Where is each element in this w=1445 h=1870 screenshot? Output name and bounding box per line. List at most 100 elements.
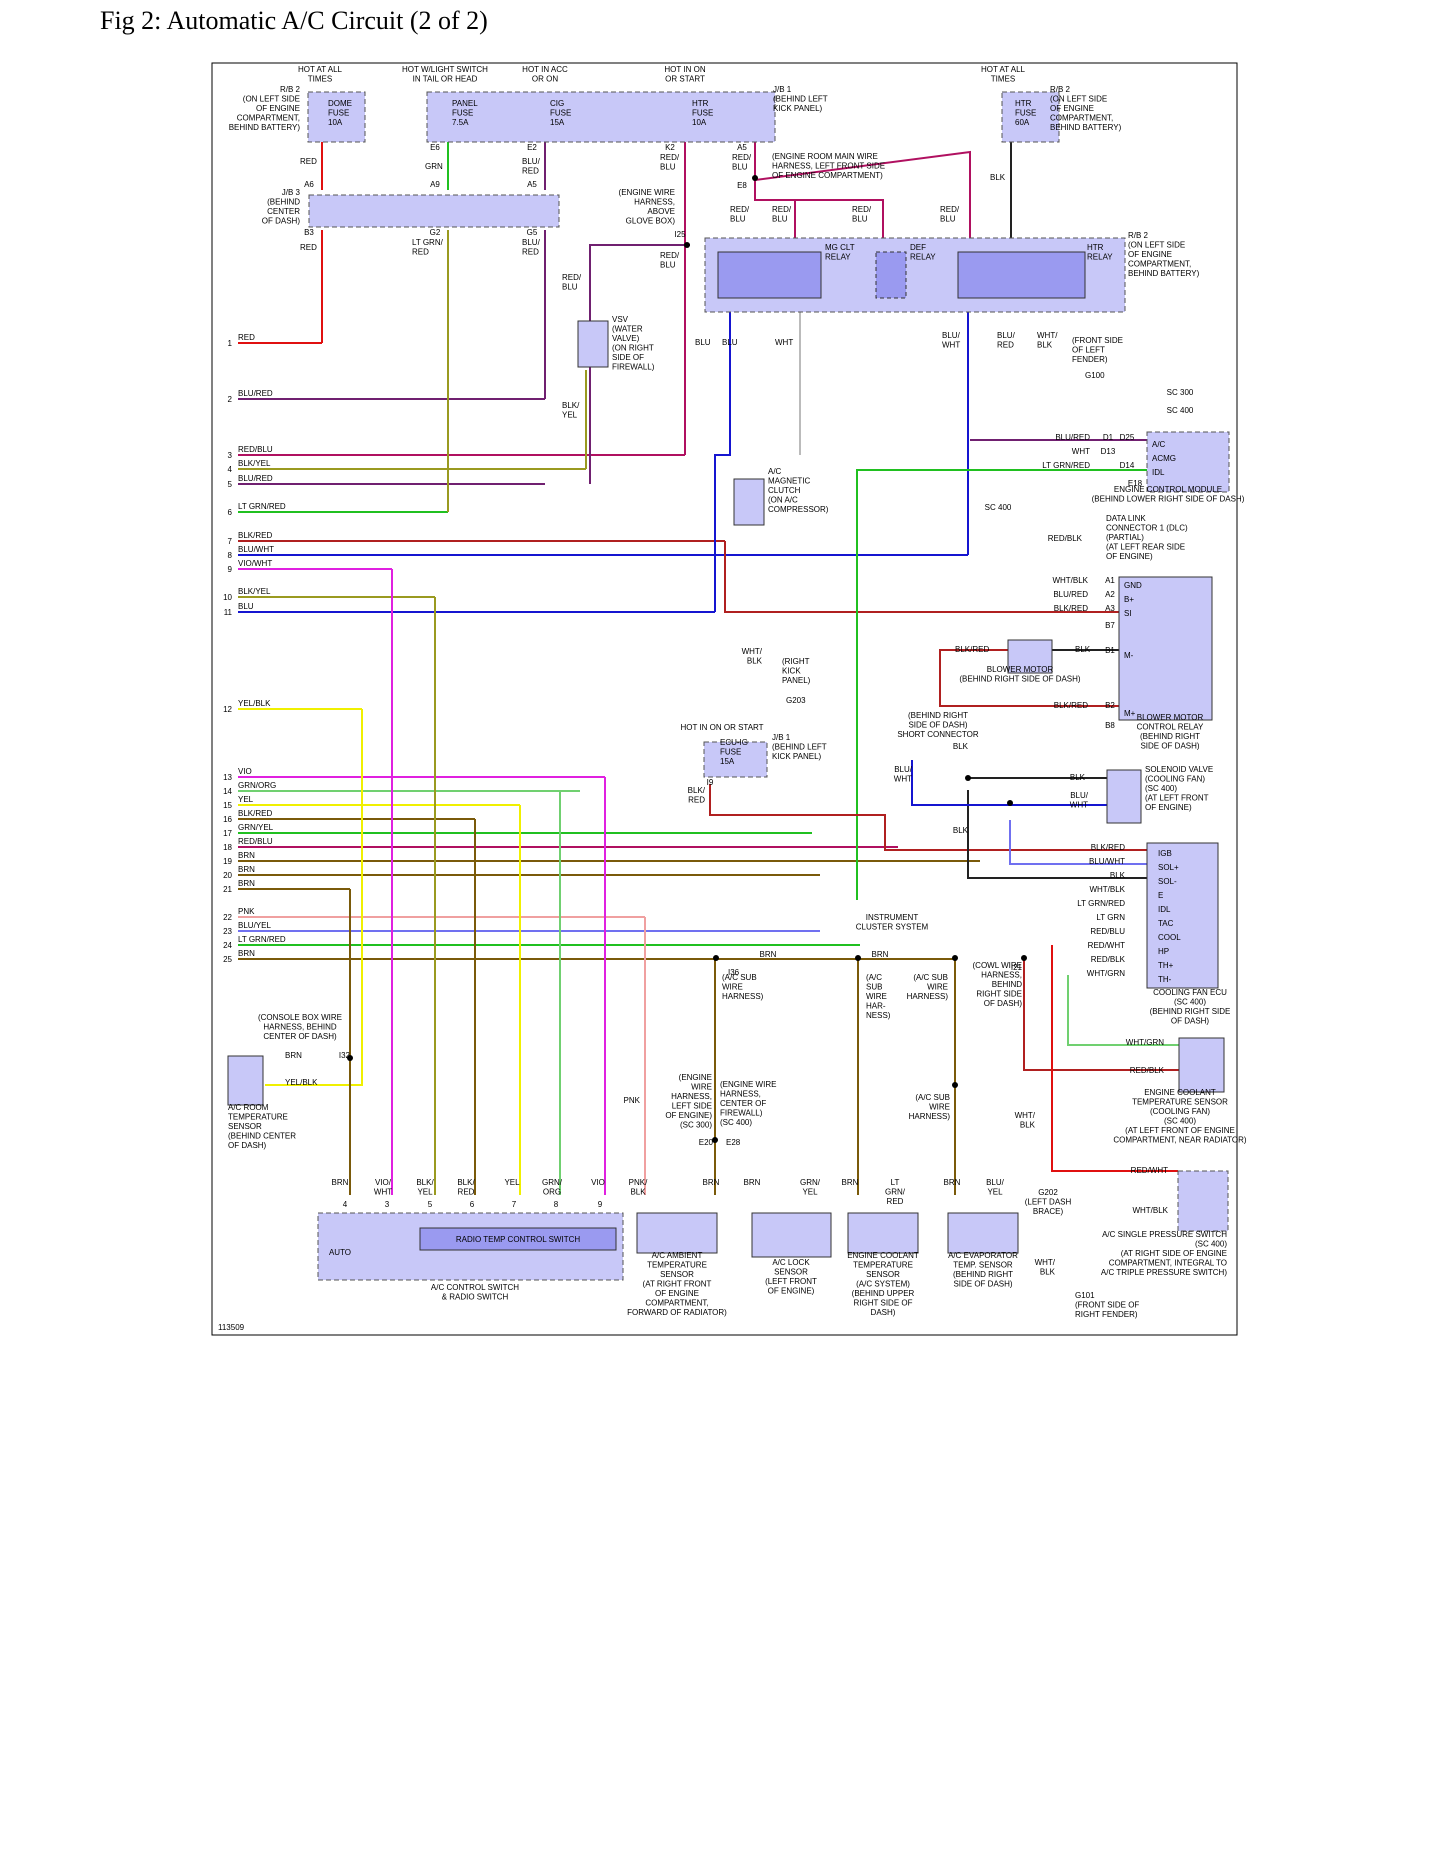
left-wire-label-23: BLU/YEL <box>238 921 271 930</box>
label-blower-motor: BLOWER MOTOR(BEHIND RIGHT SIDE OF DASH) <box>959 665 1081 684</box>
wl-blkyel: BLK/YEL <box>562 401 580 420</box>
ecm-pin-0: A/C <box>1152 440 1166 449</box>
conn-a2: A2 <box>1105 590 1115 599</box>
diagram-frame <box>211 62 1238 1336</box>
label-fan-ecu: COOLING FAN ECU(SC 400)(BEHIND RIGHT SID… <box>1150 988 1231 1026</box>
jb1-fuse-box <box>426 91 776 143</box>
fan-ecu-box <box>1146 842 1219 989</box>
left-wire-num-18: 18 <box>223 843 232 852</box>
ecm-wire-2: LT GRN/RED <box>1042 461 1090 470</box>
fan-pin-4: IDL <box>1158 905 1171 914</box>
wire-blower-blkred <box>939 649 1119 707</box>
pressure-switch-box <box>1177 1170 1229 1232</box>
label-wht-blk-g203: WHT/BLK <box>742 647 763 666</box>
conn-i9: I9 <box>707 778 714 787</box>
relay-wire-2: BLK/RED <box>1054 604 1088 613</box>
wl-blured-g5: BLU/RED <box>522 238 541 257</box>
fan-pin-1: SOL+ <box>1158 863 1179 872</box>
left-wire-label-18: RED/BLU <box>238 837 273 846</box>
wl-blu-a: BLU <box>695 338 711 347</box>
splice-dot <box>952 955 958 961</box>
ctrl-pin-6: 9 <box>598 1200 603 1209</box>
label-sc300: SC 300 <box>1167 388 1194 397</box>
wl-red-b3: RED <box>300 243 317 252</box>
left-wire-label-7: BLK/RED <box>238 531 272 540</box>
left-wire-label-14: GRN/ORG <box>238 781 276 790</box>
splice-dot <box>1007 800 1013 806</box>
brn-a: BRN <box>760 950 777 959</box>
wire-fan-sol <box>1009 820 1147 865</box>
left-wire-label-4: BLK/YEL <box>238 459 271 468</box>
ect-wire-0: WHT/GRN <box>1126 1038 1164 1047</box>
left-wire-num-3: 3 <box>228 451 233 460</box>
wl-blk-htr: BLK <box>990 173 1006 182</box>
bottom-wire-13: BRN <box>944 1178 961 1187</box>
solenoid-wire-1: BLU/WHT <box>1070 791 1089 810</box>
left-wire-label-5: BLU/RED <box>238 474 273 483</box>
left-wire-num-7: 7 <box>228 537 233 546</box>
left-wire-label-8: BLU/WHT <box>238 545 274 554</box>
left-wire-num-12: 12 <box>223 705 232 714</box>
wire-press-red <box>1051 945 1178 1172</box>
bottom-wire-8: BRN <box>703 1178 720 1187</box>
left-wire-num-9: 9 <box>228 565 233 574</box>
fan-wire-0: BLK/RED <box>1091 843 1125 852</box>
conn-d14: D14 <box>1120 461 1135 470</box>
brn-b: BRN <box>872 950 889 959</box>
conn-i21: I21 <box>1011 963 1023 972</box>
bottom-wire-6: VIO <box>591 1178 605 1187</box>
jb3-box <box>308 194 560 228</box>
mg-clt-relay <box>717 251 822 299</box>
left-wire-label-2: BLU/RED <box>238 389 273 398</box>
conn-a9: A9 <box>430 180 440 189</box>
wire-fan-e <box>967 790 1147 879</box>
ambient-sensor-box <box>636 1212 718 1254</box>
ect2-sensor-box <box>847 1212 919 1254</box>
fan-pin-0: IGB <box>1158 849 1172 858</box>
conn-k2: K2 <box>665 143 675 152</box>
left-wire-label-16: BLK/RED <box>238 809 272 818</box>
bottom-wire-3: BLK/RED <box>457 1178 475 1197</box>
fan-wire-3: WHT/BLK <box>1089 885 1125 894</box>
conn-e2: E2 <box>527 143 537 152</box>
dlc-wire: RED/BLK <box>1048 534 1083 543</box>
conn-e28: E28 <box>726 1138 741 1147</box>
radio-switch-box <box>419 1227 617 1251</box>
fan-pin-9: TH- <box>1158 975 1172 984</box>
splice-dot <box>713 955 719 961</box>
relay-wire-0: WHT/BLK <box>1052 576 1088 585</box>
htr-fuse-box <box>1001 91 1060 143</box>
wl-whtblk: WHT/BLK <box>1037 331 1058 350</box>
label-pnk: PNK <box>624 1096 641 1105</box>
label-blk-red-i9: BLK/RED <box>688 786 706 805</box>
wl-blured: BLU/RED <box>522 157 541 176</box>
bottom-wire-4: YEL <box>504 1178 520 1187</box>
fan-wire-8: RED/BLK <box>1091 955 1126 964</box>
left-wire-label-22: PNK <box>238 907 255 916</box>
left-wire-num-11: 11 <box>224 608 233 617</box>
wire-e8-def <box>755 199 884 240</box>
ect-wire-1: RED/BLK <box>1130 1066 1165 1075</box>
fan-pin-6: COOL <box>1158 933 1181 942</box>
fan-wire-2: BLK <box>1110 871 1126 880</box>
blower-wire-2: BLK/RED <box>1054 701 1088 710</box>
conn-e8: E8 <box>737 181 747 190</box>
left-wire-num-2: 2 <box>228 395 233 404</box>
left-wire-num-17: 17 <box>223 829 232 838</box>
